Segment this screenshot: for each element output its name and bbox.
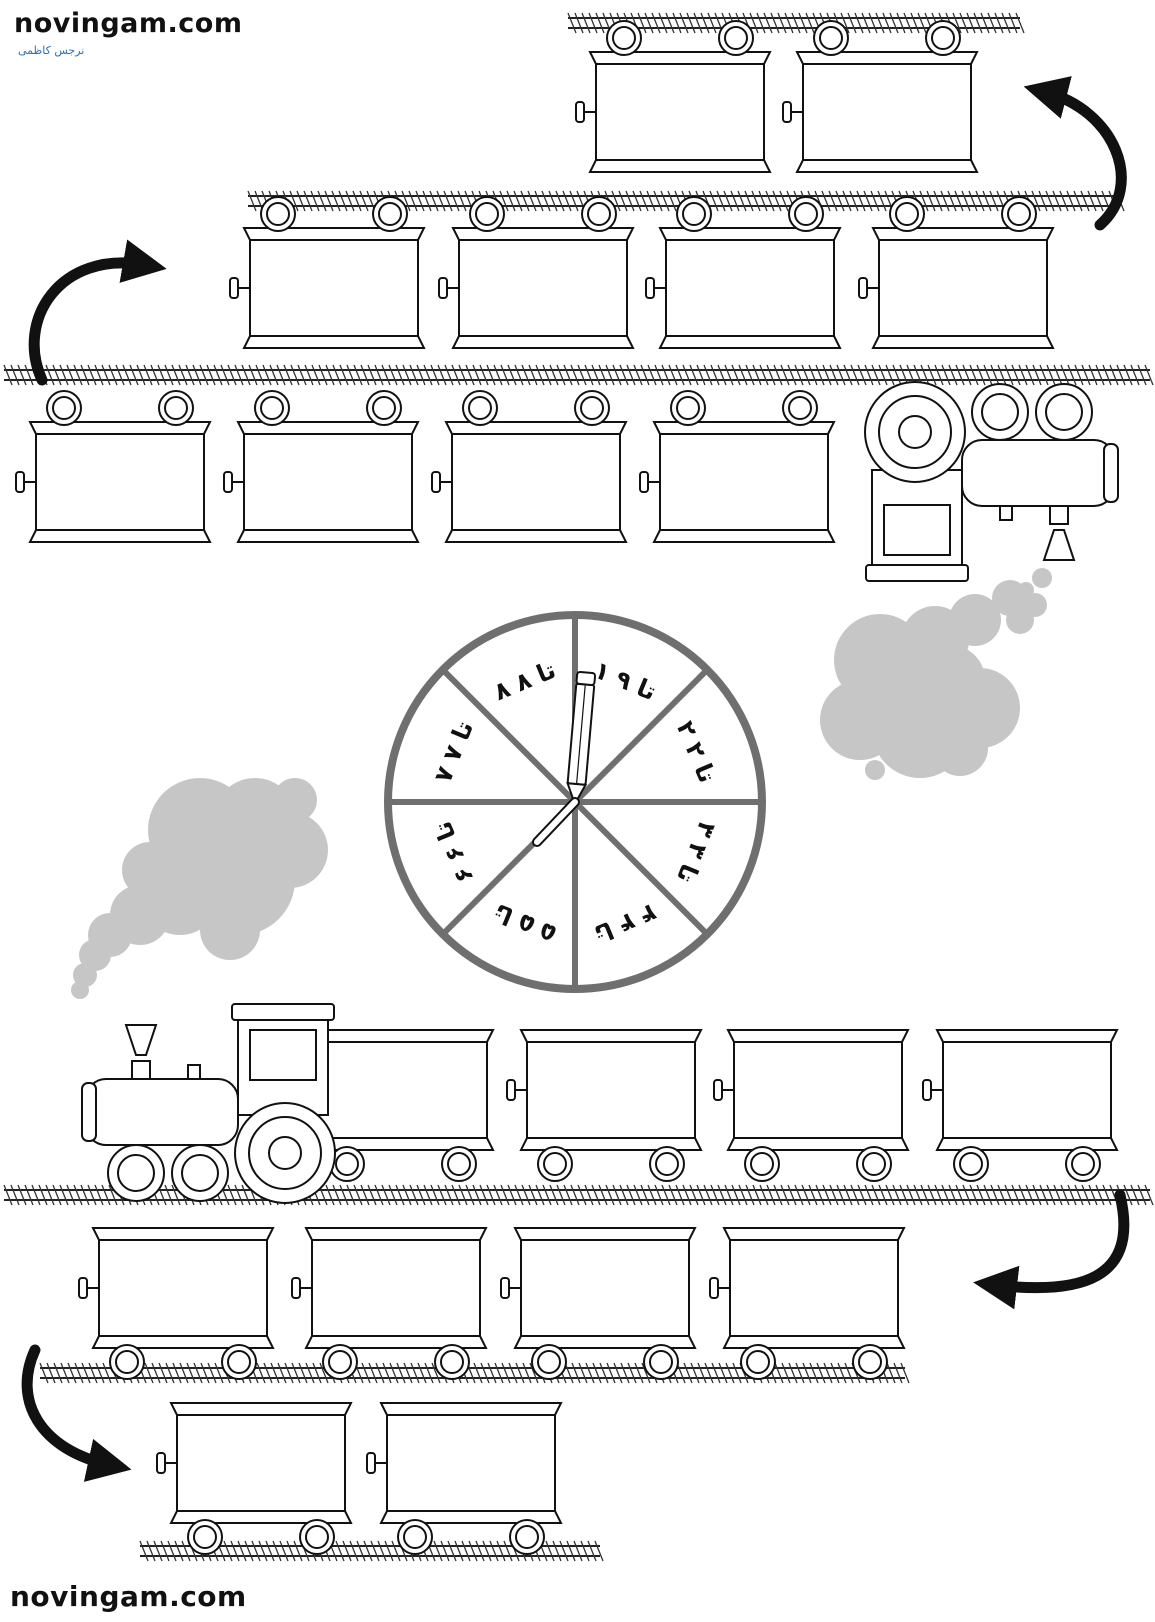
brand-logo-bottom: novingam.com	[10, 1580, 247, 1613]
rail-track	[567, 12, 1025, 34]
arrow-icon	[1023, 76, 1127, 231]
locomotive-icon	[81, 1003, 336, 1204]
train-car	[229, 196, 426, 349]
train-car	[298, 1029, 495, 1182]
pencil-icon[interactable]	[566, 670, 597, 807]
train-car	[438, 196, 635, 349]
arrow-icon	[973, 1189, 1130, 1310]
train-car	[639, 390, 836, 543]
train-car	[156, 1402, 353, 1555]
train-car	[782, 20, 979, 173]
rail-track	[3, 364, 1154, 386]
train-car	[709, 1227, 906, 1380]
train-car	[431, 390, 628, 543]
rail-track	[39, 1362, 910, 1384]
train-car	[291, 1227, 488, 1380]
smoke-cloud-icon	[71, 778, 328, 999]
train-car	[78, 1227, 275, 1380]
train-car	[713, 1029, 910, 1182]
brand-logo-top: novingam.com	[14, 8, 243, 39]
brand-author-name: نرجس کاظمی	[18, 44, 85, 57]
train-car	[506, 1029, 703, 1182]
train-car	[575, 20, 772, 173]
train-car	[922, 1029, 1119, 1182]
train-car	[15, 390, 212, 543]
arrow-icon	[21, 1344, 132, 1482]
train-car	[500, 1227, 697, 1380]
train-car	[645, 196, 842, 349]
smoke-cloud-icon	[820, 568, 1052, 780]
train-car	[366, 1402, 563, 1555]
arrow-icon	[28, 239, 167, 386]
train-car	[223, 390, 420, 543]
rail-track	[247, 190, 1125, 212]
number-spinner[interactable]: ۱ تا ۹۲ تا ۲۳ تا ۳۴ تا ۴۵ تا ۵۶ تا ۶۷ تا…	[384, 611, 766, 993]
train-car	[858, 196, 1055, 349]
locomotive-icon	[864, 381, 1119, 582]
